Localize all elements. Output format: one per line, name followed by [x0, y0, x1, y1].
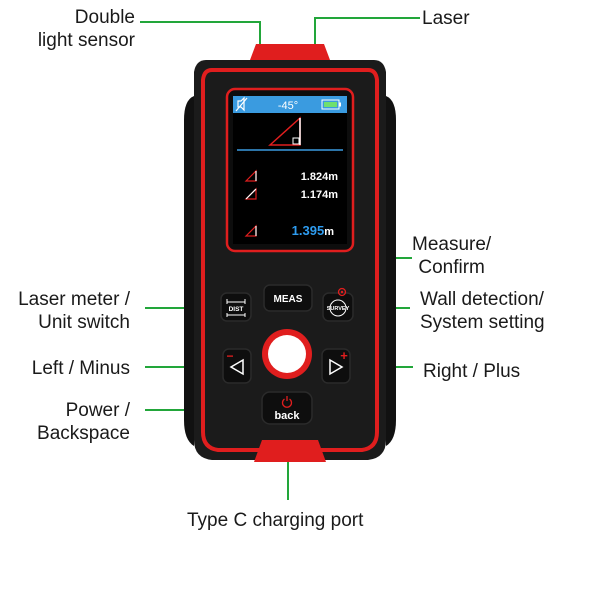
plus-icon: + — [340, 348, 348, 363]
mute-icon — [235, 96, 248, 112]
label-laser-text: Laser — [422, 8, 470, 29]
left-arrow-icon — [229, 358, 244, 376]
power-icon — [281, 396, 293, 408]
back-button-label: back — [274, 410, 300, 422]
survey-button[interactable]: SURVEY — [322, 287, 354, 322]
screen — [233, 96, 347, 244]
label-laser-meter-unit-switch: Laser meter / Unit switch — [18, 288, 130, 334]
left-button[interactable]: − — [222, 348, 252, 384]
label-laser-meter-line-2: Unit switch — [38, 312, 130, 333]
label-double-light-sensor-line-2: light sensor — [37, 30, 135, 51]
right-grip — [386, 96, 396, 446]
minus-icon: − — [226, 349, 233, 363]
height-triangle-icon — [268, 116, 301, 146]
reading-2-value: 1.174m — [301, 189, 339, 201]
callout-line-light-sensor — [140, 21, 261, 48]
label-right-plus-text: Right / Plus — [423, 361, 521, 382]
reading-2-icon — [244, 187, 257, 200]
survey-button-label: SURVEY — [327, 306, 350, 312]
callout-line-laser — [314, 17, 420, 48]
back-power-button[interactable]: back — [261, 391, 313, 425]
screen-angle: -45° — [278, 100, 298, 112]
battery-icon — [321, 99, 341, 110]
ruler-icon — [226, 299, 246, 317]
result-unit: m — [324, 226, 334, 238]
label-left-minus-text: Left / Minus — [31, 358, 130, 379]
gear-icon — [337, 287, 347, 297]
label-wall-detection-system-setting: Wall detection/ System setting — [420, 288, 545, 334]
top-sensor-cap — [250, 44, 330, 60]
survey-target-icon — [329, 299, 347, 317]
label-measure-line-2: Confirm — [418, 257, 485, 278]
label-left-minus: Left / Minus — [32, 357, 130, 380]
label-type-c-text: Type C charging port — [187, 510, 364, 531]
left-grip — [184, 96, 194, 446]
dist-button-label: DIST — [229, 306, 244, 313]
label-wall-detection-line-2: System setting — [420, 312, 545, 333]
label-double-light-sensor: Double light sensor — [38, 6, 135, 52]
reading-1-icon — [244, 169, 257, 182]
screen-header — [233, 96, 347, 113]
label-laser-meter-line-1: Laser meter / — [18, 289, 130, 310]
bottom-port-cap — [254, 440, 326, 462]
label-right-plus: Right / Plus — [423, 360, 520, 383]
dist-button[interactable]: DIST — [220, 292, 252, 322]
meas-button-label: MEAS — [274, 294, 303, 305]
result-value: 1.395 — [292, 223, 325, 238]
label-power-line-1: Power / — [65, 400, 130, 421]
label-wall-detection-line-1: Wall detection/ — [420, 289, 544, 310]
label-power-backspace: Power / Backspace — [37, 399, 130, 445]
label-measure-line-1: Measure/ — [412, 234, 492, 255]
result-readout: 1.395m — [292, 223, 335, 238]
center-button[interactable] — [262, 329, 312, 379]
label-double-light-sensor-line-1: Double — [74, 7, 135, 28]
body-red-outline — [201, 68, 379, 452]
label-power-line-2: Backspace — [37, 423, 130, 444]
meas-button[interactable]: MEAS — [263, 284, 313, 312]
right-button[interactable]: + — [321, 348, 351, 384]
label-type-c-port: Type C charging port — [187, 509, 363, 532]
label-measure-confirm: Measure/ Confirm — [412, 233, 491, 279]
right-arrow-icon — [329, 358, 344, 376]
result-icon — [244, 224, 257, 237]
label-laser: Laser — [422, 7, 470, 30]
reading-1-value: 1.824m — [301, 171, 339, 183]
